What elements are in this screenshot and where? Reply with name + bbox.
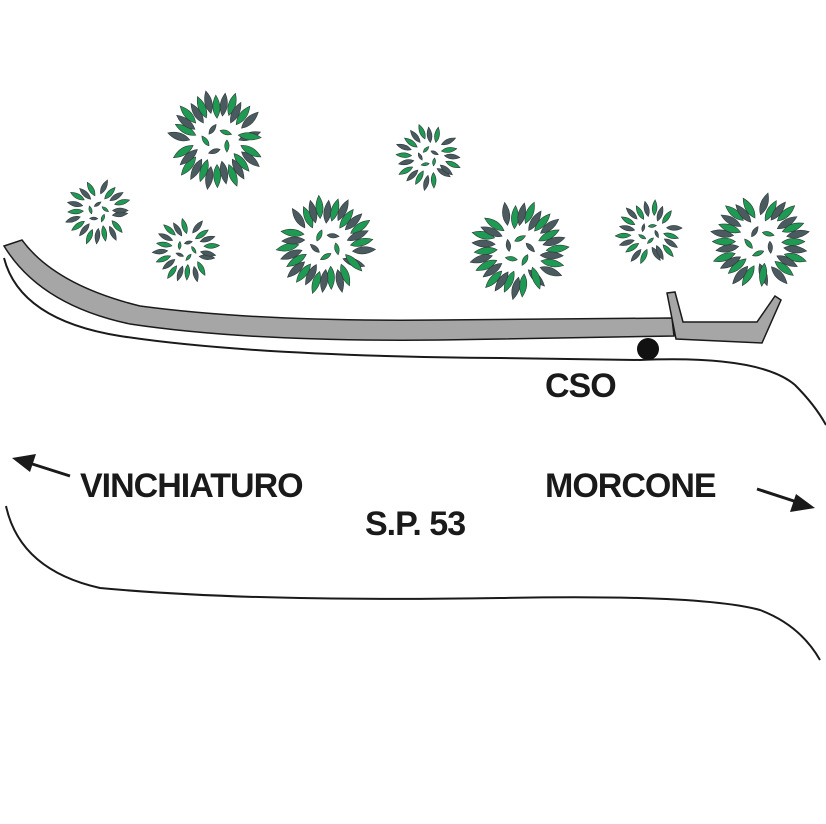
- tree-canopy-icon: [151, 218, 221, 283]
- arrow-right-icon: [756, 487, 815, 512]
- cso-point-icon: [637, 338, 659, 360]
- cso-label: CSO: [545, 367, 616, 405]
- tree-canopy-icon: [710, 192, 810, 287]
- tree-canopy-icon: [65, 179, 131, 245]
- left-destination-label: VINCHIATURO: [80, 467, 303, 505]
- tree-canopy-icon: [167, 90, 262, 190]
- drainage-channel: [2, 239, 675, 341]
- tree-canopy-icon: [275, 194, 377, 295]
- tree-group: [65, 90, 810, 301]
- right-destination-label: MORCONE: [545, 467, 716, 505]
- arrow-left-icon: [12, 454, 71, 478]
- outfall-structure: [666, 291, 782, 344]
- road-edge-upper: [3, 257, 826, 426]
- tree-canopy-icon: [395, 124, 461, 191]
- road-edge-lower: [5, 505, 821, 661]
- tree-canopy-icon: [614, 199, 683, 265]
- road-name-label: S.P. 53: [365, 505, 465, 543]
- tree-canopy-icon: [469, 201, 570, 301]
